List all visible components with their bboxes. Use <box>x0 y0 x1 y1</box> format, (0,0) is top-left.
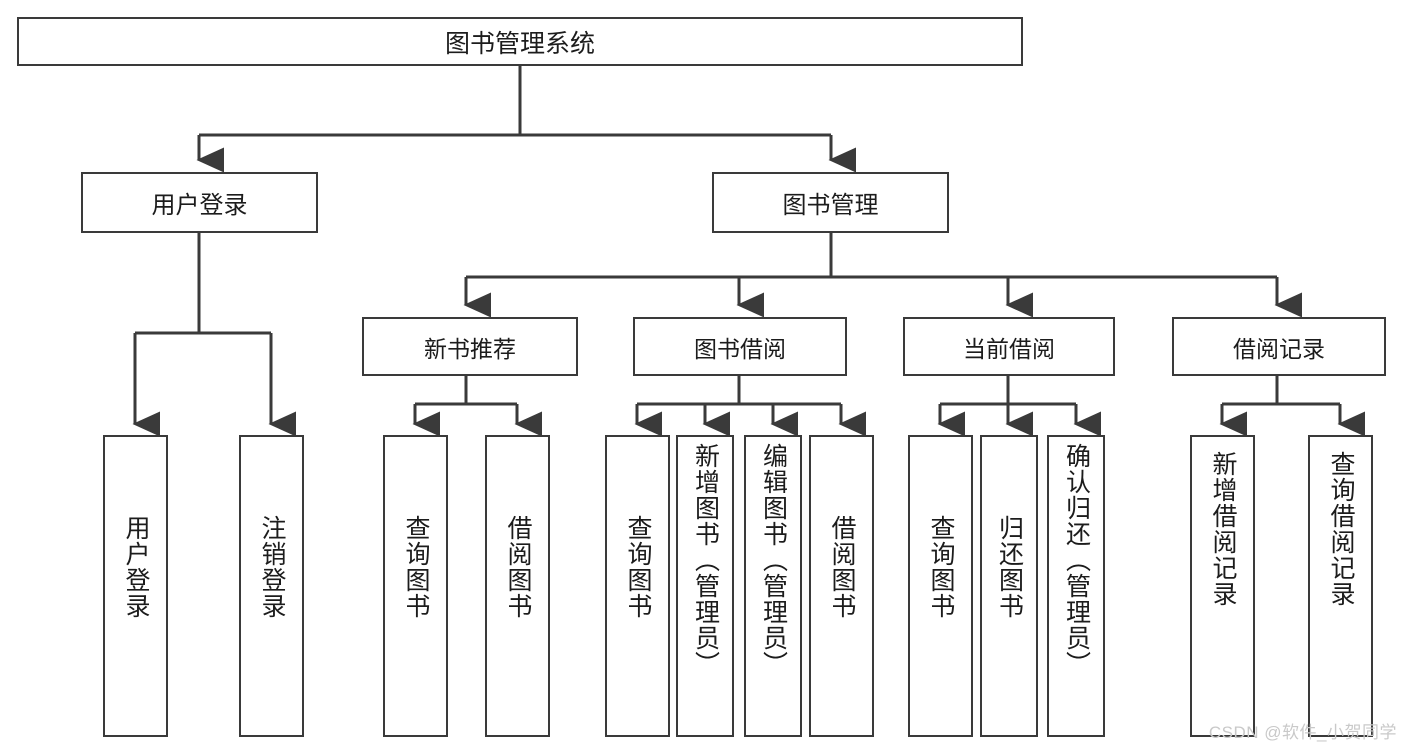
leaf-label: 查询图书 <box>624 515 652 619</box>
leaf-label: 注销登录 <box>258 515 286 619</box>
leaf-label: 查询图书 <box>402 515 430 619</box>
node-book-borrow[interactable]: 图书借阅 <box>633 317 847 376</box>
leaf-current-query-book[interactable]: 查询图书 <box>908 435 973 737</box>
leaf-label: 确认归还（管理员） <box>1062 443 1091 677</box>
node-label: 用户登录 <box>151 192 248 219</box>
node-root-system[interactable]: 图书管理系统 <box>17 17 1023 66</box>
node-label: 当前借阅 <box>963 335 1055 362</box>
leaf-label: 新增图书（管理员） <box>691 443 720 677</box>
node-label: 图书管理系统 <box>444 29 595 58</box>
leaf-borrow-add-book-admin[interactable]: 新增图书（管理员） <box>676 435 734 737</box>
leaf-current-confirm-return-admin[interactable]: 确认归还（管理员） <box>1047 435 1105 737</box>
leaf-label: 借阅图书 <box>504 515 532 619</box>
leaf-borrow-query-book[interactable]: 查询图书 <box>605 435 670 737</box>
node-new-book-recommend[interactable]: 新书推荐 <box>362 317 578 376</box>
leaf-label: 借阅图书 <box>828 515 856 619</box>
node-book-management[interactable]: 图书管理 <box>712 172 949 233</box>
leaf-new-book-borrow[interactable]: 借阅图书 <box>485 435 550 737</box>
leaf-label: 新增借阅记录 <box>1209 451 1237 607</box>
leaf-new-book-query[interactable]: 查询图书 <box>383 435 448 737</box>
leaf-label: 编辑图书（管理员） <box>759 443 788 677</box>
node-label: 借阅记录 <box>1233 335 1325 362</box>
node-label: 图书管理 <box>782 192 879 219</box>
leaf-record-query-borrow-record[interactable]: 查询借阅记录 <box>1308 435 1373 737</box>
leaf-label: 查询借阅记录 <box>1327 451 1355 607</box>
node-label: 图书借阅 <box>694 335 786 362</box>
node-current-borrow[interactable]: 当前借阅 <box>903 317 1115 376</box>
leaf-label: 用户登录 <box>122 515 150 619</box>
node-label: 新书推荐 <box>424 335 516 362</box>
csdn-watermark: CSDN @软件_小贺同学 <box>1208 723 1397 742</box>
leaf-user-login-logout[interactable]: 注销登录 <box>239 435 304 737</box>
node-borrow-record[interactable]: 借阅记录 <box>1172 317 1386 376</box>
leaf-borrow-edit-book-admin[interactable]: 编辑图书（管理员） <box>744 435 802 737</box>
leaf-record-add-borrow-record[interactable]: 新增借阅记录 <box>1190 435 1255 737</box>
node-user-login[interactable]: 用户登录 <box>81 172 318 233</box>
leaf-user-login-login[interactable]: 用户登录 <box>103 435 168 737</box>
leaf-label: 归还图书 <box>995 515 1024 619</box>
leaf-borrow-borrow-book[interactable]: 借阅图书 <box>809 435 874 737</box>
leaf-label: 查询图书 <box>927 515 955 619</box>
leaf-current-return-book[interactable]: 归还图书 <box>980 435 1038 737</box>
